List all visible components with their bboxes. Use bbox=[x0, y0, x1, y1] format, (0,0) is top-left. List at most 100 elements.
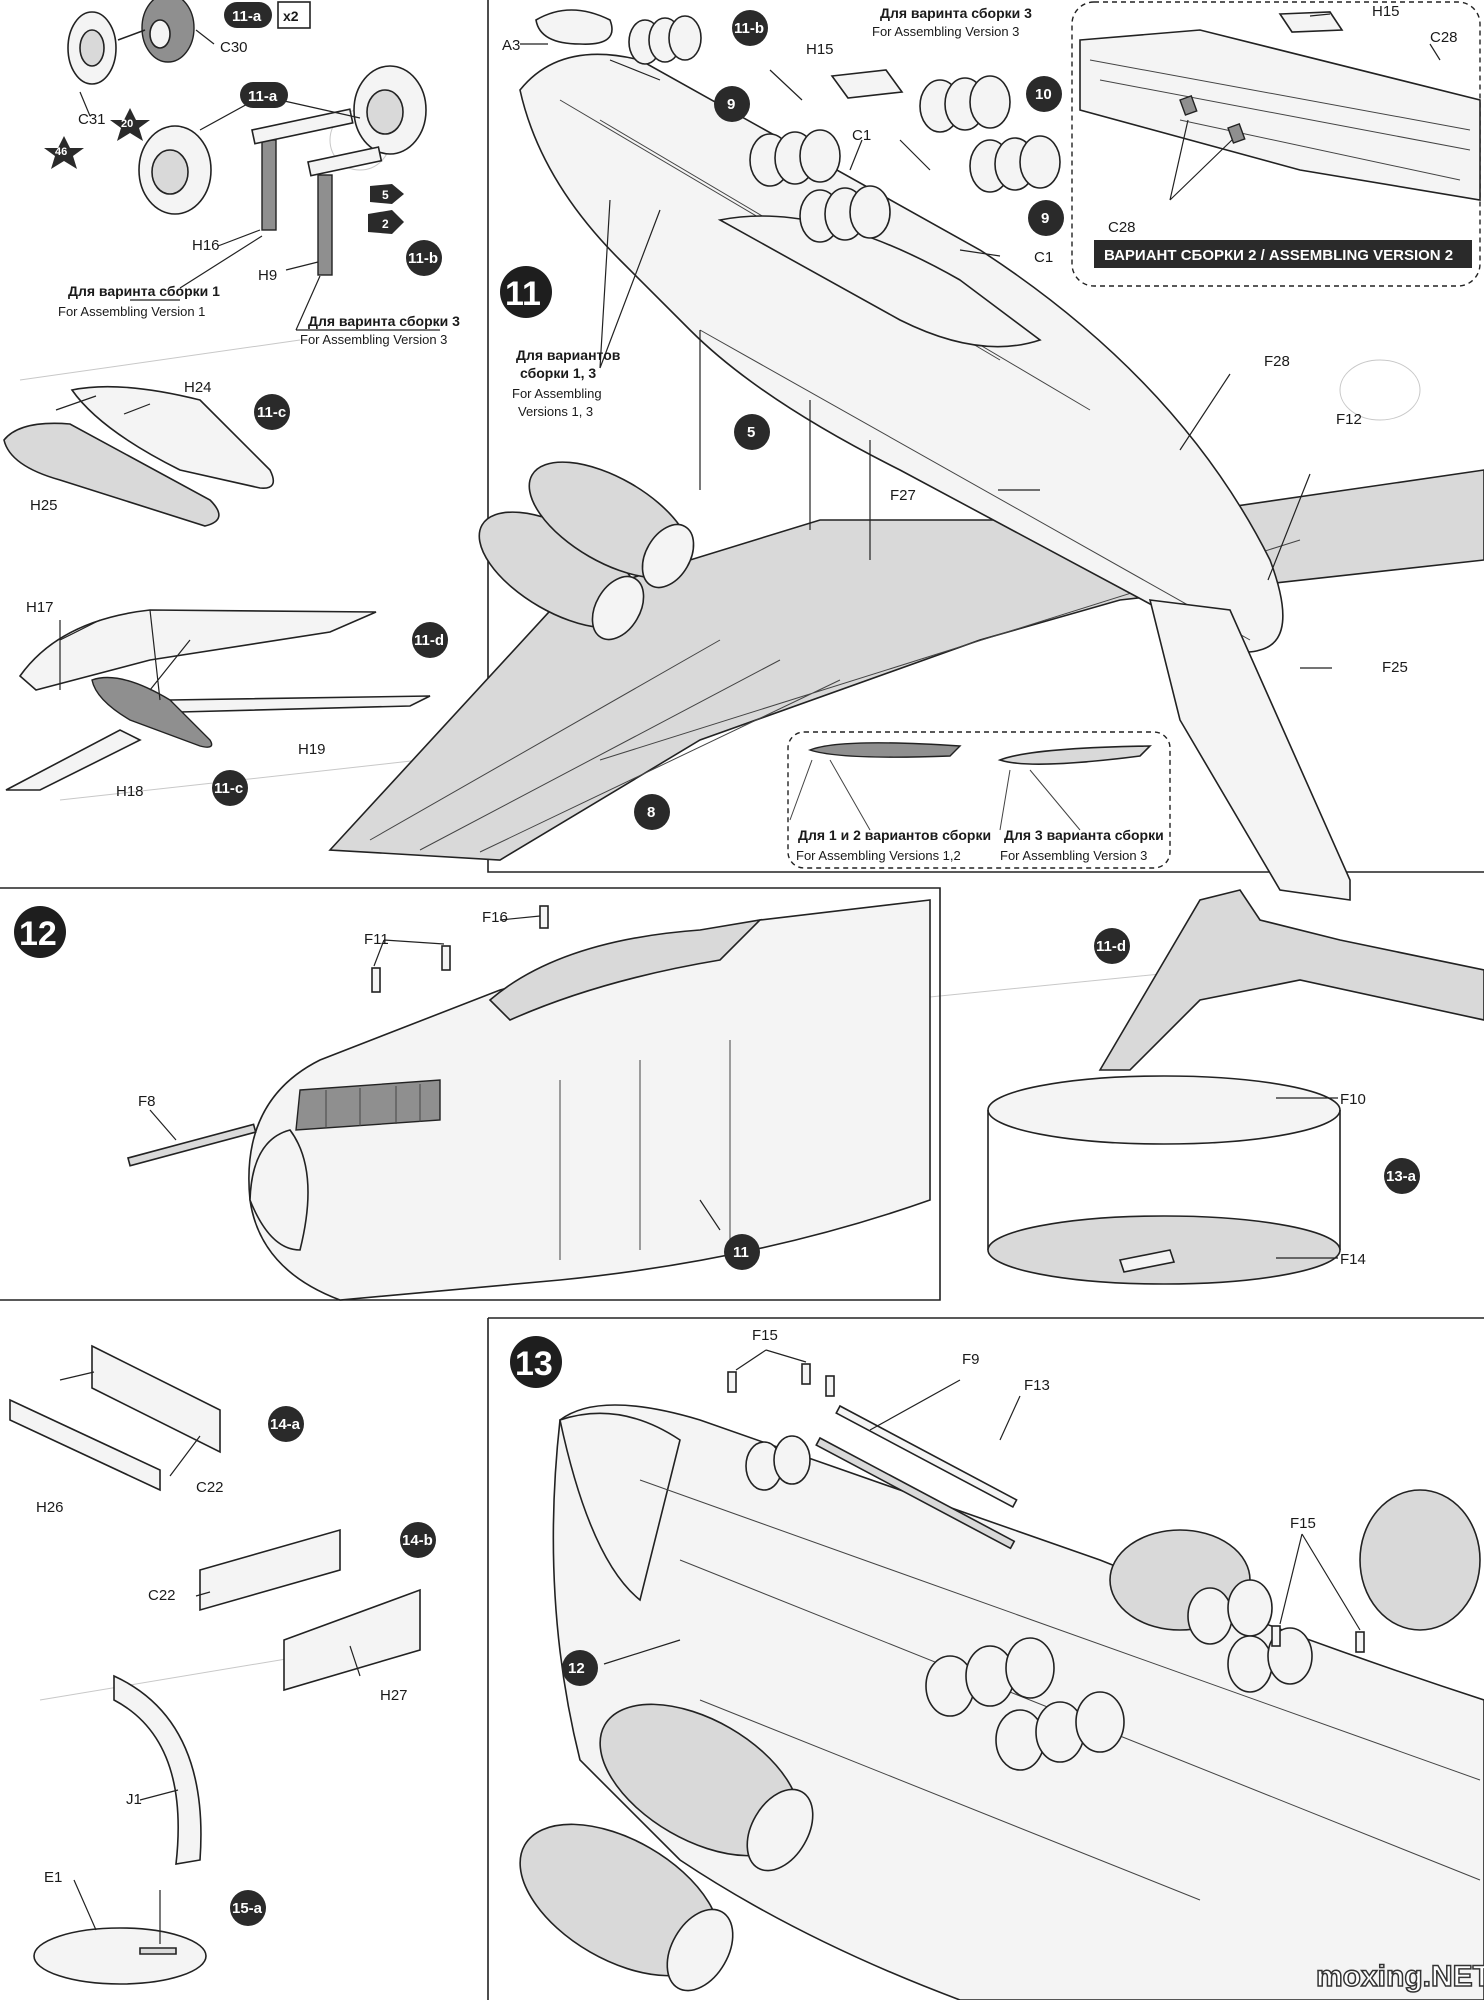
leader-h9 bbox=[285, 261, 319, 271]
paint-ref-20: 20 bbox=[110, 108, 150, 141]
part-label-f12: F12 bbox=[1336, 411, 1362, 428]
step-number-13: 13 bbox=[510, 1336, 562, 1388]
subassembly-11a-11b: C30 C31 H16 H9 Для варинта сборки 1 For … bbox=[44, 0, 460, 347]
badge-5: 5 bbox=[734, 414, 770, 450]
badge-11a-mid: 11-a bbox=[240, 82, 288, 108]
leader-c30 bbox=[195, 29, 215, 45]
badge-14a: 14-a bbox=[268, 1406, 304, 1442]
svg-text:11: 11 bbox=[505, 275, 541, 313]
svg-text:2: 2 bbox=[382, 217, 389, 231]
note-v3-top-ru: Для варинта сборки 3 bbox=[880, 5, 1032, 21]
note-v13-en2: Versions 1, 3 bbox=[518, 404, 593, 419]
paint-ref-5: 5 bbox=[370, 184, 404, 204]
subassembly-13a: F10 F14 13-a bbox=[987, 1075, 1420, 1285]
part-label-h24: H24 bbox=[184, 379, 212, 396]
svg-text:11-b: 11-b bbox=[734, 20, 764, 37]
step-13-assembly: 13 bbox=[510, 1327, 1484, 2000]
part-label-h19: H19 bbox=[298, 741, 326, 758]
note-v3-ru: Для варинта сборки 3 bbox=[308, 313, 460, 329]
svg-text:x2: x2 bbox=[283, 8, 299, 24]
svg-text:9: 9 bbox=[1041, 210, 1049, 227]
badge-11c-top: 11-c bbox=[254, 394, 290, 430]
strut-h9 bbox=[307, 146, 383, 276]
step-number-12: 12 bbox=[14, 906, 66, 958]
subassembly-14b: C22 H27 14-b bbox=[148, 1522, 436, 1704]
badge-9-left: 9 bbox=[714, 86, 750, 122]
part-label-h17: H17 bbox=[26, 599, 54, 616]
svg-text:15-a: 15-a bbox=[232, 1900, 263, 1917]
qty-box: x2 bbox=[277, 1, 311, 29]
inset-assembling-version-2: H15 C28 C28 ВАРИАНТ СБОРКИ 2 / ASSEMBLIN… bbox=[1071, 1, 1481, 287]
step-number-11: 11 bbox=[500, 266, 552, 318]
svg-text:11-a: 11-a bbox=[232, 8, 262, 25]
part-label-c28-bottom: C28 bbox=[1108, 219, 1136, 236]
note-v12-en: For Assembling Versions 1,2 bbox=[796, 848, 961, 863]
svg-text:8: 8 bbox=[647, 804, 655, 821]
step-12-assembly: 12 F16 F11 F8 11 bbox=[14, 899, 931, 1301]
part-label-f10: F10 bbox=[1340, 1091, 1366, 1108]
subassembly-11d: H17 H19 H18 11-d 11-c bbox=[5, 599, 448, 806]
engines-13 bbox=[519, 1489, 1481, 1992]
wheel-c30 bbox=[67, 0, 195, 85]
subassembly-15a: J1 E1 15-a bbox=[33, 1674, 266, 1985]
part-label-f11: F11 bbox=[364, 931, 389, 948]
part-label-h27: H27 bbox=[380, 1687, 408, 1704]
part-label-e1: E1 bbox=[44, 1869, 62, 1886]
part-label-h18: H18 bbox=[116, 783, 144, 800]
badge-11b-left: 11-b bbox=[406, 240, 442, 276]
wheel-pair-11a bbox=[138, 65, 427, 215]
badge-11b-top: 11-b bbox=[732, 10, 768, 46]
part-label-h15-top: H15 bbox=[806, 41, 834, 58]
inset-antenna-variants: Для 1 и 2 вариантов сборки For Assemblin… bbox=[787, 731, 1171, 869]
badge-14b: 14-b bbox=[400, 1522, 436, 1558]
badge-11d-right: 11-d bbox=[1094, 928, 1130, 964]
engines-11 bbox=[478, 461, 695, 641]
note-v3-en: For Assembling Version 3 bbox=[300, 332, 447, 347]
part-label-h16: H16 bbox=[192, 237, 220, 254]
svg-text:5: 5 bbox=[747, 424, 755, 441]
part-label-f27: F27 bbox=[890, 487, 916, 504]
part-label-c22-14a: C22 bbox=[196, 1479, 224, 1496]
svg-text:11-a: 11-a bbox=[248, 88, 278, 105]
part-label-f14: F14 bbox=[1340, 1251, 1366, 1268]
subassembly-11c: H24 H25 11-c bbox=[3, 379, 290, 527]
svg-text:13: 13 bbox=[515, 1345, 553, 1383]
step-11-assembly: 11 bbox=[328, 1, 1484, 1071]
svg-text:13-a: 13-a bbox=[1386, 1168, 1417, 1185]
part-label-c28-top: C28 bbox=[1430, 29, 1458, 46]
part-label-c1-top: C1 bbox=[852, 127, 871, 144]
svg-text:14-b: 14-b bbox=[402, 1532, 433, 1549]
note-v1-en: For Assembling Version 1 bbox=[58, 304, 205, 319]
part-label-f9: F9 bbox=[962, 1351, 980, 1368]
svg-text:5: 5 bbox=[382, 188, 389, 202]
part-label-c30: C30 bbox=[220, 39, 248, 56]
note-v12-ru: Для 1 и 2 вариантов сборки bbox=[798, 827, 991, 843]
note-v3-bottom-en: For Assembling Version 3 bbox=[1000, 848, 1147, 863]
svg-text:11-c: 11-c bbox=[257, 404, 286, 421]
svg-text:moxing.NET: moxing.NET bbox=[1316, 1960, 1484, 1993]
watermark: moxing.NET bbox=[1315, 1959, 1484, 1994]
part-label-f13: F13 bbox=[1024, 1377, 1050, 1394]
badge-11a-top: 11-a bbox=[224, 2, 272, 28]
part-label-f8: F8 bbox=[138, 1093, 156, 1110]
part-label-f15-right: F15 bbox=[1290, 1515, 1316, 1532]
badge-12-in-13: 12 bbox=[562, 1650, 598, 1686]
part-label-c31: C31 bbox=[78, 111, 106, 128]
svg-text:12: 12 bbox=[568, 1660, 585, 1677]
leader-v1 bbox=[130, 235, 263, 301]
badge-13a: 13-a bbox=[1384, 1158, 1420, 1194]
svg-text:10: 10 bbox=[1035, 86, 1052, 103]
note-v13-en1: For Assembling bbox=[512, 386, 602, 401]
svg-text:12: 12 bbox=[19, 915, 57, 953]
part-label-h25: H25 bbox=[30, 497, 58, 514]
note-v3-bottom-ru: Для 3 варианта сборки bbox=[1004, 827, 1164, 843]
note-v1-ru: Для варинта сборки 1 bbox=[68, 283, 220, 299]
part-label-c1-right: C1 bbox=[1034, 249, 1053, 266]
part-label-c22-14b: C22 bbox=[148, 1587, 176, 1604]
badge-11c-bottom: 11-c bbox=[212, 770, 248, 806]
wheel-bogies-13 bbox=[745, 1435, 1313, 1771]
badge-8: 8 bbox=[634, 794, 670, 830]
part-label-f15-top: F15 bbox=[752, 1327, 778, 1344]
